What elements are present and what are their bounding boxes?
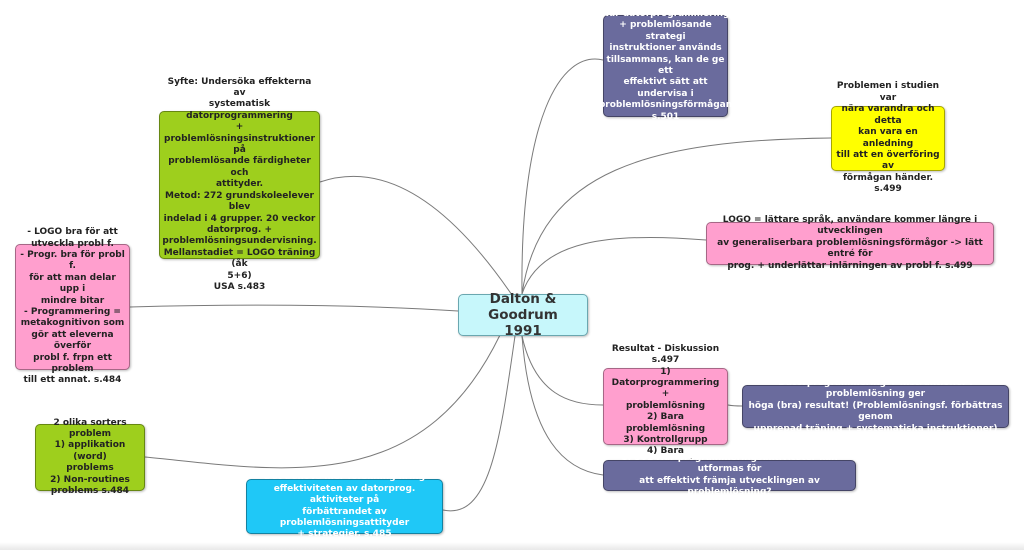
node-more-research[interactable]: Det behövs mer forskning kring effektivi… — [246, 472, 443, 539]
link-combined-effect — [521, 58, 604, 295]
link-similar-problems — [521, 137, 832, 295]
node-combined-effect[interactable]: När datorprogrammering + problemlösande … — [598, 8, 733, 122]
link-results — [521, 335, 604, 406]
node-design-activities[interactable]: S. 501 Hur programmeringsaktiviteter kan… — [603, 453, 856, 497]
bottom-edge-shade — [0, 542, 1024, 550]
central-topic[interactable]: Dalton & Goodrum 1991 — [458, 291, 588, 339]
node-similar-problems[interactable]: Problemen i studien var nära varandra oc… — [831, 81, 945, 194]
node-results[interactable]: Resultat - Diskussion s.497 1) Datorprog… — [603, 344, 728, 468]
link-design-activities — [521, 335, 604, 476]
node-problem-types[interactable]: 2 olika sorters problem 1) applikation (… — [35, 418, 145, 496]
link-good-results — [727, 404, 743, 407]
link-logo-benefits — [129, 304, 459, 312]
link-purpose-method — [319, 176, 523, 311]
node-logo-benefits[interactable]: - LOGO bra för att utveckla probl f. - P… — [15, 227, 130, 385]
link-logo-easier — [521, 236, 707, 295]
link-more-research — [442, 335, 516, 512]
node-logo-easier[interactable]: LOGO = lättare språk, användare kommer l… — [706, 215, 994, 271]
node-good-results[interactable]: Datorprogrammering + instruktioner i pro… — [742, 378, 1009, 434]
node-purpose-method[interactable]: Syfte: Undersöka effekterna av systemati… — [159, 77, 320, 292]
link-problem-types — [144, 334, 501, 469]
